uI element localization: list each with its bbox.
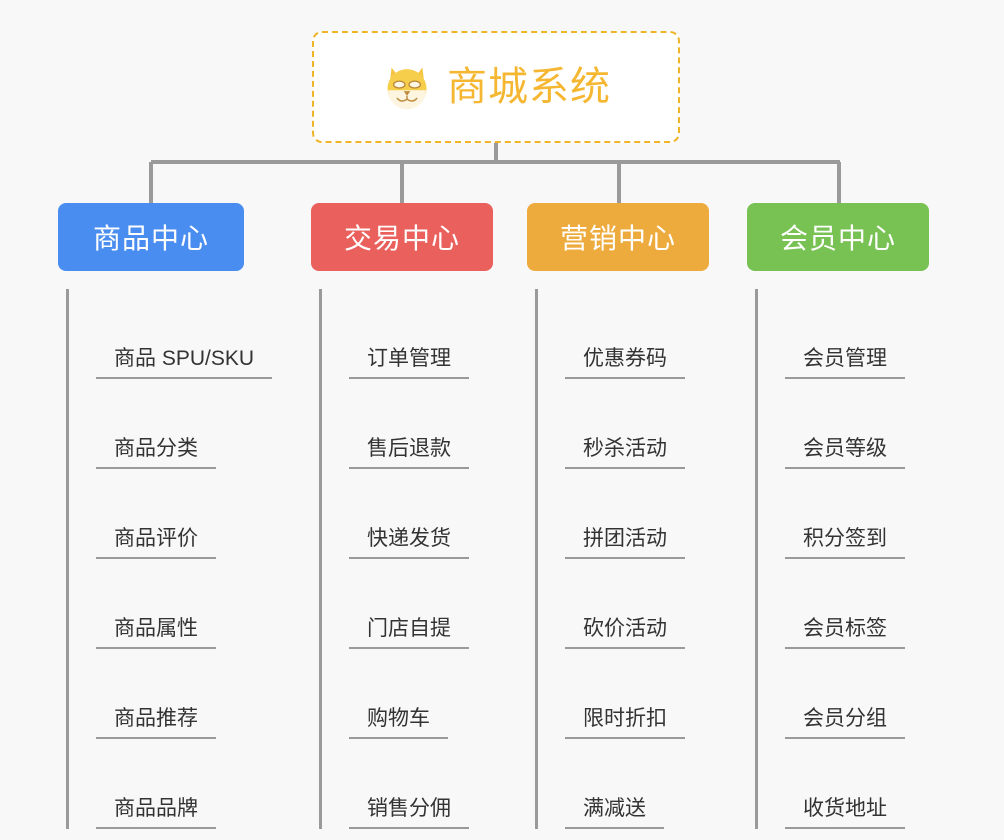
list-item[interactable]: 会员管理: [757, 289, 929, 379]
leaf-label: 售后退款: [349, 436, 469, 469]
branch-body-2: 订单管理 售后退款 快递发货 门店自提 购物车 销售分佣: [311, 289, 493, 829]
list-item[interactable]: 售后退款: [321, 379, 493, 469]
list-item[interactable]: 砍价活动: [537, 559, 709, 649]
branch-column-2: 交易中心 订单管理 售后退款 快递发货 门店自提 购物车 销售分佣: [311, 203, 493, 829]
leaf-label: 商品推荐: [96, 706, 216, 739]
branch-header-product-center[interactable]: 商品中心: [58, 203, 244, 271]
branch-column-1: 商品中心 商品 SPU/SKU 商品分类 商品评价 商品属性 商品推荐 商品品牌: [58, 203, 273, 829]
list-item[interactable]: 销售分佣: [321, 739, 493, 829]
list-item[interactable]: 商品评价: [68, 469, 244, 559]
shiba-dog-icon: [381, 61, 433, 113]
leaf-label: 销售分佣: [349, 796, 469, 829]
branch-column-4: 会员中心 会员管理 会员等级 积分签到 会员标签 会员分组 收货地址: [747, 203, 929, 829]
list-item[interactable]: 秒杀活动: [537, 379, 709, 469]
branch-header-marketing-center[interactable]: 营销中心: [527, 203, 709, 271]
leaf-label: 收货地址: [785, 796, 905, 829]
list-item[interactable]: 收货地址: [757, 739, 929, 829]
branch-header-member-center[interactable]: 会员中心: [747, 203, 929, 271]
leaf-label: 商品分类: [96, 436, 216, 469]
list-item[interactable]: 拼团活动: [537, 469, 709, 559]
branch-body-3: 优惠券码 秒杀活动 拼团活动 砍价活动 限时折扣 满减送: [527, 289, 709, 829]
leaf-label: 拼团活动: [565, 526, 685, 559]
root-node[interactable]: 商城系统: [312, 31, 680, 143]
leaf-label: 限时折扣: [565, 706, 685, 739]
leaf-label: 满减送: [565, 796, 664, 829]
list-item[interactable]: 会员标签: [757, 559, 929, 649]
leaf-label: 积分签到: [785, 526, 905, 559]
leaf-label: 会员管理: [785, 346, 905, 379]
list-item[interactable]: 商品推荐: [68, 649, 244, 739]
leaf-label: 商品属性: [96, 616, 216, 649]
list-item[interactable]: 满减送: [537, 739, 709, 829]
list-item[interactable]: 商品属性: [68, 559, 244, 649]
branch-spine: [66, 289, 69, 829]
list-item[interactable]: 订单管理: [321, 289, 493, 379]
leaf-label: 商品品牌: [96, 796, 216, 829]
leaf-label: 会员标签: [785, 616, 905, 649]
list-item[interactable]: 门店自提: [321, 559, 493, 649]
list-item[interactable]: 商品品牌: [68, 739, 244, 829]
branch-spine: [319, 289, 322, 829]
leaf-label: 优惠券码: [565, 346, 685, 379]
leaf-label: 秒杀活动: [565, 436, 685, 469]
leaf-label: 快递发货: [349, 526, 469, 559]
branch-body-4: 会员管理 会员等级 积分签到 会员标签 会员分组 收货地址: [747, 289, 929, 829]
branch-spine: [755, 289, 758, 829]
leaf-label: 商品 SPU/SKU: [96, 346, 273, 379]
leaf-label: 订单管理: [349, 346, 469, 379]
list-item[interactable]: 优惠券码: [537, 289, 709, 379]
leaf-label: 门店自提: [349, 616, 469, 649]
list-item[interactable]: 限时折扣: [537, 649, 709, 739]
root-title: 商城系统: [447, 65, 611, 109]
branch-body-1: 商品 SPU/SKU 商品分类 商品评价 商品属性 商品推荐 商品品牌: [58, 289, 273, 829]
list-item[interactable]: 会员分组: [757, 649, 929, 739]
leaf-label: 会员等级: [785, 436, 905, 469]
list-item[interactable]: 会员等级: [757, 379, 929, 469]
list-item[interactable]: 商品分类: [68, 379, 244, 469]
leaf-label: 会员分组: [785, 706, 905, 739]
branch-spine: [535, 289, 538, 829]
list-item[interactable]: 积分签到: [757, 469, 929, 559]
leaf-label: 砍价活动: [565, 616, 685, 649]
list-item[interactable]: 购物车: [321, 649, 493, 739]
branch-header-trade-center[interactable]: 交易中心: [311, 203, 493, 271]
leaf-label: 商品评价: [96, 526, 216, 559]
list-item[interactable]: 商品 SPU/SKU: [68, 289, 273, 379]
leaf-label: 购物车: [349, 706, 448, 739]
branch-column-3: 营销中心 优惠券码 秒杀活动 拼团活动 砍价活动 限时折扣 满减送: [527, 203, 709, 829]
list-item[interactable]: 快递发货: [321, 469, 493, 559]
